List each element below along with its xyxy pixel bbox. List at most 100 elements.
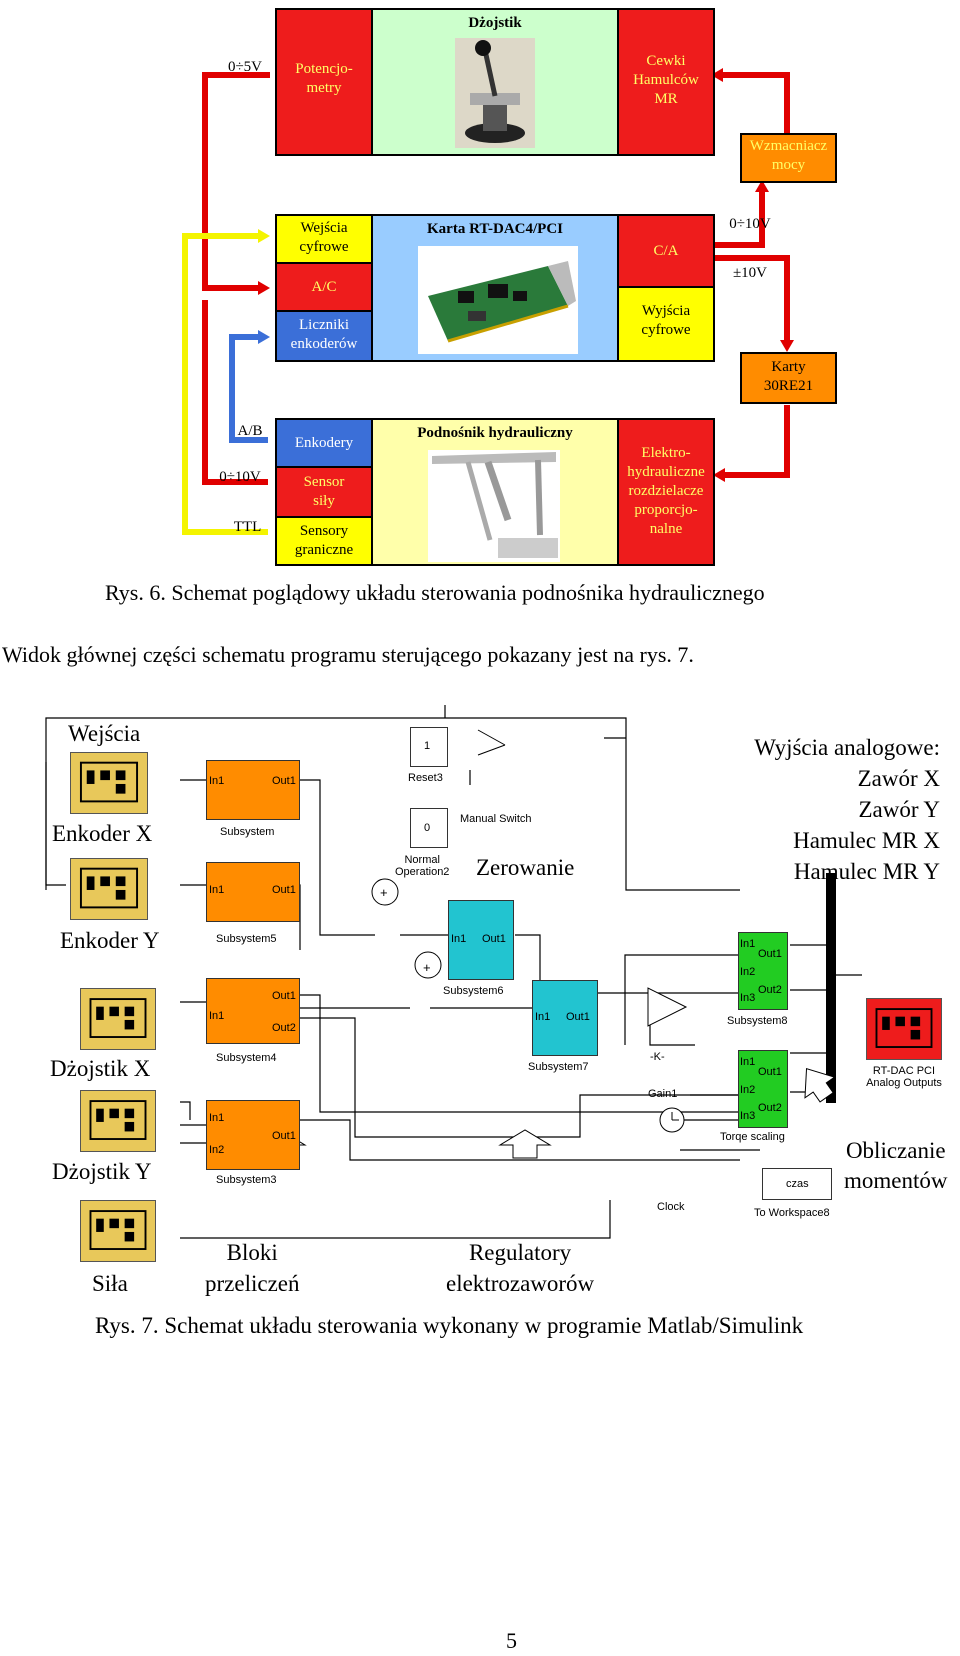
subsystem-out1: Out1 bbox=[272, 775, 296, 787]
limit-sensors-label: Sensory graniczne bbox=[294, 523, 354, 558]
digital-inputs-label: Wejścia cyfrowe bbox=[299, 220, 349, 255]
torque-scaling-block[interactable] bbox=[738, 1050, 788, 1128]
subsystem5-in1: In1 bbox=[209, 884, 225, 896]
force-input-icon bbox=[80, 1200, 156, 1262]
compute-torques-label: Obliczanie momentów bbox=[844, 1138, 948, 1193]
joystick-y-input-icon bbox=[80, 1090, 156, 1152]
subsystem4-label: Subsystem4 bbox=[216, 1052, 277, 1064]
card-photo bbox=[418, 246, 578, 354]
label-joystick-y: Dżojstik Y bbox=[52, 1159, 152, 1184]
subsystem3-out1: Out1 bbox=[272, 1130, 296, 1142]
to-workspace-label: To Workspace8 bbox=[754, 1207, 830, 1219]
ttl-label: TTL bbox=[233, 519, 262, 535]
subsystem5-block[interactable] bbox=[206, 862, 300, 922]
subsystem7-in1: In1 bbox=[535, 1011, 551, 1023]
joystick-title: Dżojstik bbox=[468, 15, 522, 31]
joystick-photo bbox=[455, 38, 535, 148]
label-joystick-x: Dżojstik X bbox=[50, 1056, 151, 1081]
cards-30re21-box bbox=[740, 352, 837, 404]
amplifier-label: Wzmacniacz mocy bbox=[749, 138, 828, 173]
ab-label: A/B bbox=[237, 423, 263, 439]
ad-label: A/C bbox=[311, 279, 337, 295]
subsystem3-block[interactable] bbox=[206, 1100, 300, 1170]
analog-outputs-title: Wyjścia analogowe: Zawór X Zawór Y Hamul… bbox=[754, 735, 940, 884]
subsystem3-label: Subsystem3 bbox=[216, 1174, 277, 1186]
rtdac-label: RT-DAC PCI Analog Outputs bbox=[866, 1065, 942, 1089]
subsystem-label: Subsystem bbox=[220, 826, 275, 838]
torque-scaling-out2: Out2 bbox=[758, 1102, 782, 1114]
counters-box bbox=[275, 310, 373, 362]
subsystem6-out1: Out1 bbox=[482, 933, 506, 945]
torque-scaling-label: Torqe scaling bbox=[720, 1131, 785, 1143]
encoder-y-input-icon bbox=[70, 858, 148, 920]
rtdac-output-icon bbox=[866, 998, 942, 1060]
subsystem7-block[interactable] bbox=[532, 980, 598, 1056]
label-encoder-x: Enkoder X bbox=[52, 821, 153, 846]
to-workspace-block[interactable] bbox=[762, 1168, 832, 1200]
cards-30re21-label: Karty 30RE21 bbox=[763, 359, 814, 394]
subsystem7-label: Subsystem7 bbox=[528, 1061, 589, 1073]
constant-0-block[interactable] bbox=[410, 808, 448, 848]
manual-switch-block[interactable] bbox=[470, 760, 526, 810]
conversion-blocks-label: Bloki przeliczeń bbox=[205, 1240, 300, 1296]
potentiometers-label: Potencjo- metry bbox=[295, 61, 353, 96]
torque-scaling-in1: In1 bbox=[740, 1056, 756, 1068]
manual-switch-label: Manual Switch bbox=[460, 813, 532, 825]
valves-label: Elektro- hydrauliczne rozdzielacze propo… bbox=[627, 445, 705, 537]
amplifier-box bbox=[740, 133, 837, 183]
card-title: Karta RT-DAC4/PCI bbox=[427, 221, 563, 237]
subsystem8-in2: In2 bbox=[740, 966, 756, 978]
lift-photo bbox=[428, 450, 560, 562]
fig6-wires bbox=[182, 68, 794, 535]
encoder-x-input-icon bbox=[70, 752, 148, 814]
da-label: C/A bbox=[653, 243, 679, 259]
force-sensor-label: Sensor siły bbox=[303, 474, 345, 509]
subsystem4-out2: Out2 bbox=[272, 1022, 296, 1034]
czas-label: czas bbox=[786, 1178, 809, 1190]
constant-1-block[interactable] bbox=[410, 727, 448, 767]
subsystem5-out1: Out1 bbox=[272, 884, 296, 896]
valves-box bbox=[617, 418, 715, 566]
subsystem4-out1: Out1 bbox=[272, 990, 296, 1002]
voltage-pm10: ±10V bbox=[732, 265, 768, 281]
subsystem6-in1: In1 bbox=[451, 933, 467, 945]
digital-outputs-label: Wyjścia cyfrowe bbox=[641, 303, 691, 338]
constant-0-value: 0 bbox=[424, 822, 431, 834]
subsystem-in1: In1 bbox=[209, 775, 225, 787]
coils-label: Cewki Hamulców MR bbox=[633, 53, 699, 107]
svg-text:+: + bbox=[423, 960, 431, 975]
voltage-0-10-left: 0÷10V bbox=[219, 469, 261, 485]
subsystem8-label: Subsystem8 bbox=[727, 1015, 788, 1027]
clock-label: Clock bbox=[657, 1201, 685, 1213]
torque-scaling-in2: In2 bbox=[740, 1084, 756, 1096]
subsystem7-out1: Out1 bbox=[566, 1011, 590, 1023]
valve-regulators-label: Regulatory elektrozaworów bbox=[446, 1240, 595, 1296]
potentiometers-box bbox=[275, 8, 373, 156]
figure-6-caption: Rys. 6. Schemat poglądowy układu sterowa… bbox=[105, 580, 765, 605]
voltage-0-10-right: 0÷10V bbox=[729, 216, 771, 232]
torque-scaling-out1: Out1 bbox=[758, 1066, 782, 1078]
gain-value: -K- bbox=[650, 1051, 665, 1063]
encoders-label: Enkodery bbox=[294, 435, 354, 451]
subsystem8-out1: Out1 bbox=[758, 948, 782, 960]
subsystem8-in1: In1 bbox=[740, 938, 756, 950]
subsystem4-block[interactable] bbox=[206, 978, 300, 1044]
voltage-0-5: 0÷5V bbox=[227, 59, 263, 75]
torque-scaling-in3: In3 bbox=[740, 1110, 756, 1122]
svg-text:+: + bbox=[380, 885, 388, 900]
subsystem8-out2: Out2 bbox=[758, 984, 782, 996]
label-force: Siła bbox=[92, 1271, 128, 1296]
normal-operation-label: Normal Operation2 bbox=[395, 854, 450, 878]
label-encoder-y: Enkoder Y bbox=[60, 928, 160, 953]
lift-title: Podnośnik hydrauliczny bbox=[417, 425, 573, 441]
counters-label: Liczniki enkoderów bbox=[290, 317, 358, 352]
subsystem6-block[interactable] bbox=[448, 900, 514, 980]
label-inputs: Wejścia bbox=[68, 721, 141, 746]
constant-1-value: 1 bbox=[424, 740, 431, 752]
reset3-label: Reset3 bbox=[408, 772, 443, 784]
subsystem8-block[interactable] bbox=[738, 932, 788, 1010]
subsystem3-in2: In2 bbox=[209, 1144, 225, 1156]
subsystem-block[interactable] bbox=[206, 760, 300, 820]
subsystem6-label: Subsystem6 bbox=[443, 985, 504, 997]
page-number: 5 bbox=[506, 1628, 517, 1653]
